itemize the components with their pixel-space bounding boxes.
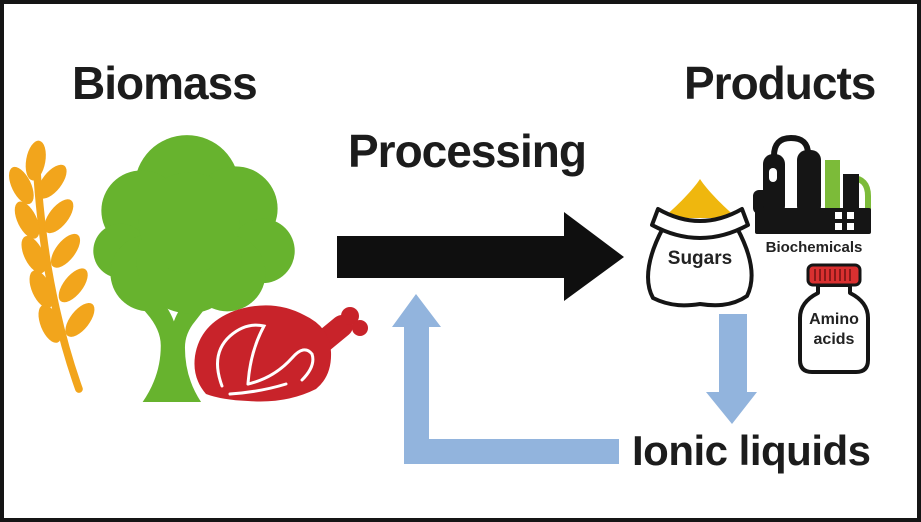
products-down-arrow bbox=[706, 314, 757, 424]
processing-arrow-right bbox=[337, 212, 624, 301]
amino-acids-label-line2: acids bbox=[814, 331, 855, 348]
tree-icon bbox=[93, 135, 295, 402]
amino-acids-label-line1: Amino bbox=[809, 311, 859, 328]
ionic-liquids-return-arrow bbox=[392, 294, 619, 464]
sugar-sack-icon: Sugars bbox=[646, 179, 754, 308]
processing-title: Processing bbox=[348, 125, 587, 177]
biorefinery-icon: Biochemicals bbox=[753, 134, 871, 256]
turkey-icon bbox=[194, 305, 368, 402]
products-title: Products bbox=[684, 57, 876, 109]
wheat-icon bbox=[9, 140, 95, 393]
biochemicals-label: Biochemicals bbox=[766, 239, 863, 256]
biomass-title: Biomass bbox=[72, 57, 258, 109]
sugars-label: Sugars bbox=[668, 248, 732, 269]
ionic-liquids-label: Ionic liquids bbox=[632, 427, 871, 474]
amino-acids-bottle-icon: Amino acids bbox=[798, 263, 870, 374]
